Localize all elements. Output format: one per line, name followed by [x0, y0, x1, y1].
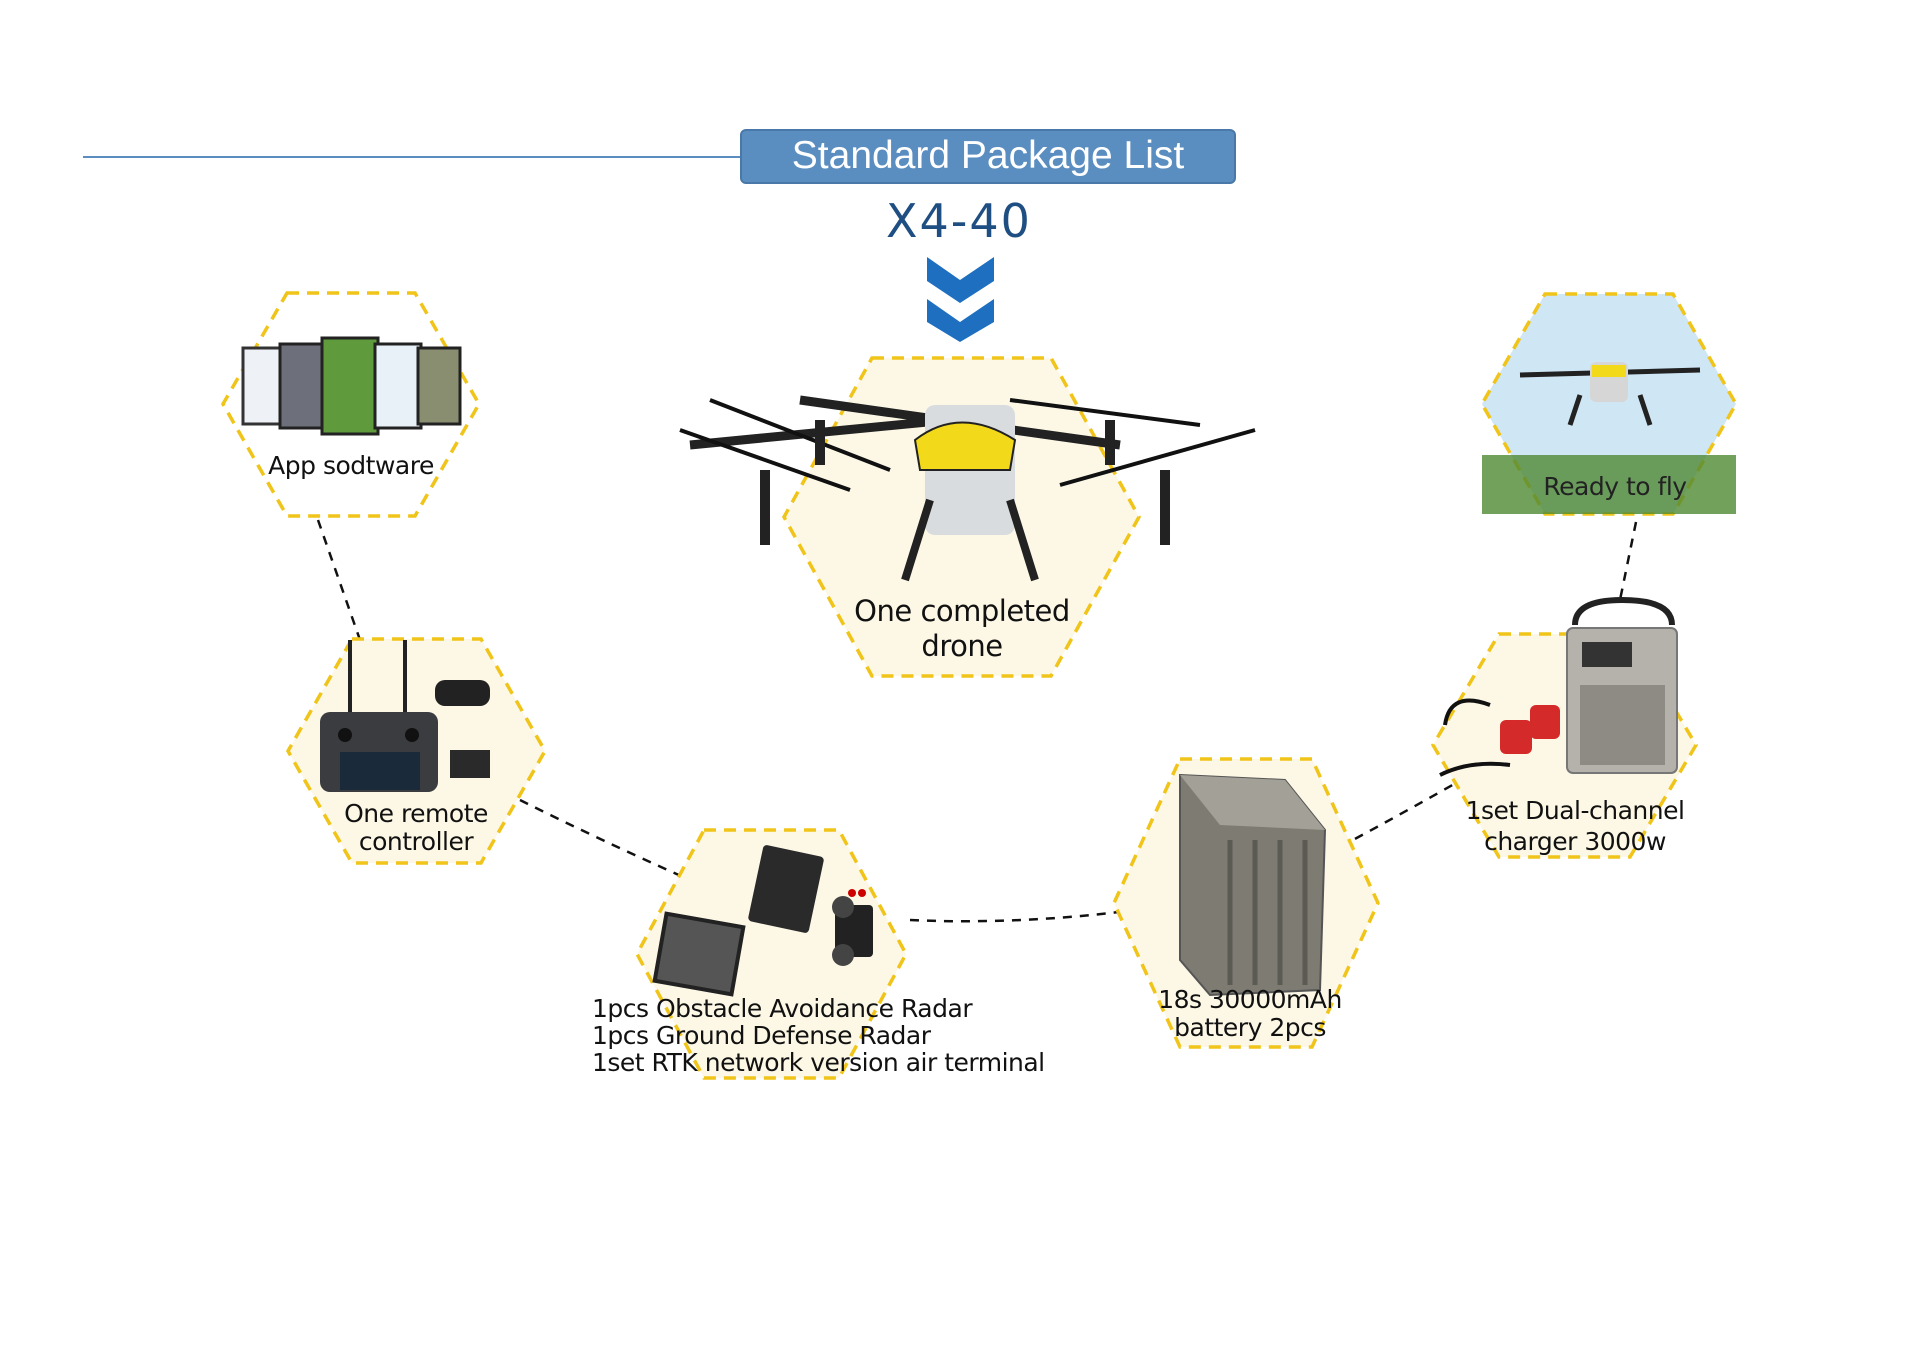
hex-radar: [635, 828, 908, 1080]
page-title: Standard Package List: [740, 129, 1236, 184]
label-line: 1set RTK network version air terminal: [592, 1048, 1045, 1077]
label-line: battery 2pcs: [1174, 1013, 1326, 1042]
charger-image: [1439, 596, 1678, 777]
item-label-battery: 18s 30000mAh battery 2pcs: [1140, 986, 1360, 1042]
chevron-down-icon: [927, 257, 994, 342]
item-label-ready: Ready to fly: [1543, 472, 1687, 501]
label-line: charger 3000w: [1484, 827, 1666, 856]
label-line: drone: [921, 629, 1003, 663]
item-label-charger: 1set Dual-channel charger 3000w: [1455, 795, 1695, 857]
item-label-remote: One remote controller: [316, 800, 516, 856]
label-line: 18s 30000mAh: [1158, 985, 1342, 1014]
label-line: controller: [358, 827, 474, 856]
radar-kit-image: [652, 845, 873, 997]
drone-image: [679, 395, 1256, 582]
item-label-radar: 1pcs Obstacle Avoidance Radar 1pcs Groun…: [592, 995, 1045, 1076]
item-label-drone: One completed drone: [812, 594, 1112, 664]
app-screens-image: [241, 336, 462, 436]
ready-drone-image: [1482, 362, 1736, 514]
label-line: 1set Dual-channel: [1465, 796, 1685, 825]
model-name: X4-40: [886, 194, 1032, 248]
battery-image: [1179, 773, 1327, 997]
remote-controller-image: [320, 640, 490, 792]
label-line: One completed: [854, 594, 1070, 628]
label-line: 1pcs Ground Defense Radar: [592, 1021, 931, 1050]
item-label-app: App sodtware: [268, 451, 434, 480]
label-line: 1pcs Obstacle Avoidance Radar: [592, 994, 973, 1023]
label-line: One remote: [344, 799, 488, 828]
